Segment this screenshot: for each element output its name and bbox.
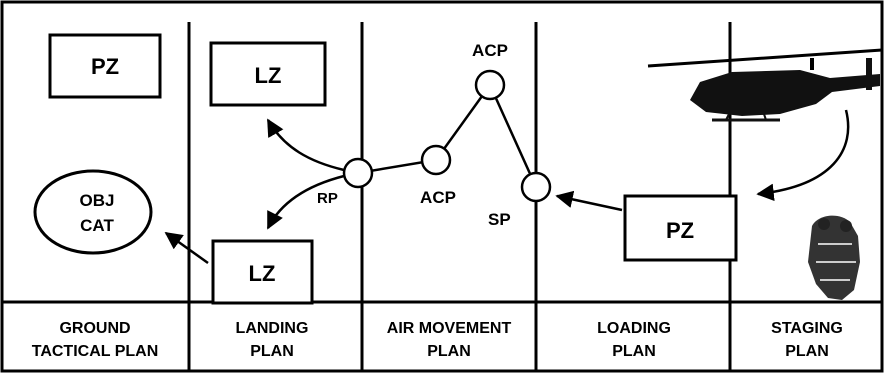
waypoint-acp-high xyxy=(474,69,506,101)
lz-box-bottom: LZ xyxy=(211,239,314,305)
lz-bottom-label: LZ xyxy=(249,261,276,286)
objective-ellipse: OBJ CAT xyxy=(33,169,153,255)
phase-air-line1: AIR MOVEMENT xyxy=(387,320,512,337)
phase-ground-line1: GROUND xyxy=(59,320,130,337)
arrow-helicopter-to-pz xyxy=(756,109,850,201)
phase-label-staging: STAGING PLAN xyxy=(771,320,843,360)
helicopter-icon xyxy=(647,48,883,122)
lz-box-top: LZ xyxy=(209,41,327,107)
pz-box-loading: PZ xyxy=(623,194,738,262)
phase-staging-line1: STAGING xyxy=(771,320,843,337)
acp-low-label: ACP xyxy=(420,188,456,207)
phase-air-line2: PLAN xyxy=(427,343,471,360)
waypoint-sp xyxy=(520,171,552,203)
pz-ground-label: PZ xyxy=(91,54,119,79)
arrow-lz-to-objective xyxy=(164,231,209,265)
troops-icon xyxy=(808,215,860,300)
rp-label: RP xyxy=(317,190,338,207)
phase-staging-line2: PLAN xyxy=(785,343,829,360)
sp-label: SP xyxy=(488,210,511,229)
arrow-rp-to-lz-top xyxy=(266,118,345,172)
phase-loading-line2: PLAN xyxy=(612,343,656,360)
waypoint-acp-low xyxy=(420,144,452,176)
objective-line1: OBJ xyxy=(80,191,115,210)
phase-landing-line2: PLAN xyxy=(250,343,294,360)
arrow-pz-to-sp xyxy=(555,190,623,212)
phase-label-landing: LANDING PLAN xyxy=(236,320,309,360)
air-route-line xyxy=(357,82,538,188)
phase-label-air-movement: AIR MOVEMENT PLAN xyxy=(387,320,512,360)
lz-top-label: LZ xyxy=(255,63,282,88)
arrow-rp-to-lz-bottom xyxy=(266,174,345,230)
pz-box-ground: PZ xyxy=(48,33,162,99)
phase-label-ground: GROUND TACTICAL PLAN xyxy=(32,320,159,360)
objective-line2: CAT xyxy=(80,216,114,235)
phase-label-loading: LOADING PLAN xyxy=(597,320,671,360)
phase-loading-line1: LOADING xyxy=(597,320,671,337)
waypoint-rp xyxy=(342,157,374,189)
phase-landing-line1: LANDING xyxy=(236,320,309,337)
pz-loading-label: PZ xyxy=(666,218,694,243)
phase-ground-line2: TACTICAL PLAN xyxy=(32,343,159,360)
acp-high-label: ACP xyxy=(472,41,508,60)
